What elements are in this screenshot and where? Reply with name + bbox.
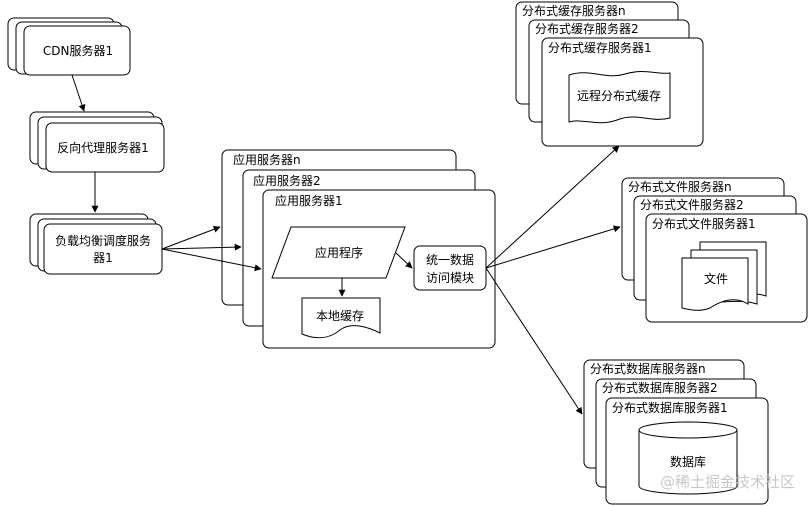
edge-lb-to-app-2 — [161, 243, 242, 251]
app-program-label: 应用程序 — [315, 245, 363, 260]
db-server-1-label: 分布式数据库服务器1 — [612, 400, 728, 415]
load-balancer-stack: 负载均衡调度服务 器1 — [29, 213, 163, 275]
file-server-1-label: 分布式文件服务器1 — [652, 216, 756, 231]
file-doc-front — [681, 257, 749, 311]
cdn-server-1 — [23, 25, 131, 76]
database-label: 数据库 — [670, 454, 706, 469]
edge-unified-to-cache — [485, 145, 620, 269]
app-server-1-label: 应用服务器1 — [275, 193, 343, 208]
edge-lb-to-app-1 — [161, 248, 262, 272]
database-cylinder-body — [638, 429, 738, 495]
db-server-n-label: 分布式数据库服务器n — [590, 361, 706, 376]
edge-unified-to-db — [485, 267, 583, 415]
unified-access-label-line1: 统一数据 — [426, 252, 474, 267]
cache-server-2-label: 分布式缓存服务器2 — [535, 21, 639, 36]
app-server-n-label: 应用服务器n — [233, 152, 301, 167]
cdn-server-label: CDN服务器1 — [43, 43, 113, 58]
app-program-shape — [271, 226, 406, 279]
file-label: 文件 — [704, 271, 728, 286]
local-cache-shape — [301, 297, 381, 339]
db-server-stack: 分布式数据库服务器n 分布式数据库服务器2 分布式数据库服务器1 数据库 — [583, 359, 769, 505]
connectors — [71, 74, 621, 415]
cdn-server-stack: CDN服务器1 — [7, 17, 131, 76]
db-server-2-label: 分布式数据库服务器2 — [602, 380, 718, 395]
edge-program-to-unified — [395, 252, 413, 269]
app-server-stack: 应用服务器n 应用服务器2 应用服务器1 应用程序 本地缓存 统一数据 访问模块 — [221, 149, 496, 349]
edge-lb-to-app-n — [161, 225, 221, 250]
unified-access-label-line2: 访问模块 — [426, 271, 474, 285]
file-server-2-label: 分布式文件服务器2 — [640, 197, 744, 212]
edge-unified-to-file — [485, 225, 621, 269]
file-server-n-label: 分布式文件服务器n — [628, 179, 732, 194]
edge-cdn-to-proxy — [71, 74, 86, 112]
remote-cache-label: 远程分布式缓存 — [577, 88, 661, 103]
proxy-server-1 — [45, 122, 165, 173]
local-cache-label: 本地缓存 — [316, 309, 364, 323]
proxy-server-stack: 反向代理服务器1 — [29, 111, 165, 173]
file-server-stack: 分布式文件服务器n 分布式文件服务器2 分布式文件服务器1 文件 — [621, 177, 808, 323]
remote-cache-shape — [568, 71, 671, 124]
lb-server-label-line2: 器1 — [93, 251, 113, 265]
lb-server-1 — [43, 223, 163, 275]
proxy-server-label: 反向代理服务器1 — [57, 140, 149, 155]
cache-server-1-label: 分布式缓存服务器1 — [548, 40, 652, 55]
app-server-2-label: 应用服务器2 — [253, 173, 321, 188]
database-cylinder-top — [638, 421, 738, 439]
cache-server-n-label: 分布式缓存服务器n — [522, 3, 626, 18]
cache-server-stack: 分布式缓存服务器n 分布式缓存服务器2 分布式缓存服务器1 远程分布式缓存 — [515, 1, 704, 147]
lb-server-label-line1: 负载均衡调度服务 — [55, 233, 151, 248]
watermark: @稀土掘金技术社区 — [660, 473, 795, 491]
